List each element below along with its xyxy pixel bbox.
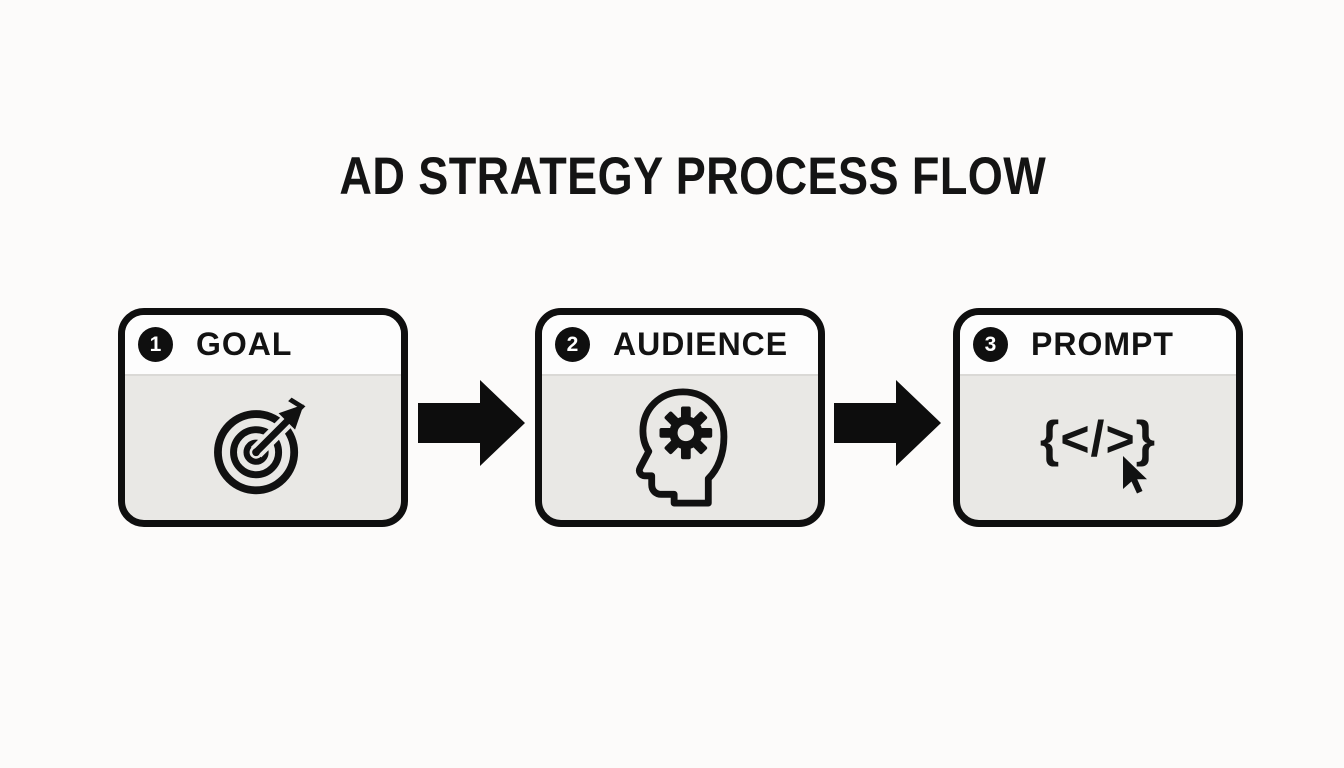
mouse-pointer-icon <box>1123 456 1148 494</box>
step-label: GOAL <box>196 326 293 362</box>
step-icon-area: {</>} <box>960 376 1236 518</box>
flow-arrow-right-icon <box>418 380 525 466</box>
head-gear-icon <box>635 388 728 507</box>
step-card-goal: 1 GOAL <box>118 308 408 527</box>
diagram-title-row: AD STRATEGY PROCESS FLOW <box>0 146 1344 207</box>
step-header: 3 PROMPT <box>960 315 1236 376</box>
step-icon-area <box>125 376 401 518</box>
step-icon-area <box>542 376 818 518</box>
step-number-badge: 1 <box>138 327 173 362</box>
step-header: 2 AUDIENCE <box>542 315 818 376</box>
step-card-audience: 2 AUDIENCE <box>535 308 825 527</box>
step-number-badge: 3 <box>973 327 1008 362</box>
diagram-title: AD STRATEGY PROCESS FLOW <box>339 147 1047 206</box>
step-card-prompt: 3 PROMPT {</>} <box>953 308 1243 527</box>
step-label: AUDIENCE <box>613 326 789 362</box>
target-arrow-icon <box>214 397 306 495</box>
code-cursor-icon: {</>} <box>1039 411 1157 494</box>
step-number-badge: 2 <box>555 327 590 362</box>
step-header: 1 GOAL <box>125 315 401 376</box>
step-label: PROMPT <box>1031 326 1174 362</box>
code-brackets-text: {</>} <box>1039 411 1157 467</box>
flow-arrow-right-icon <box>834 380 941 466</box>
